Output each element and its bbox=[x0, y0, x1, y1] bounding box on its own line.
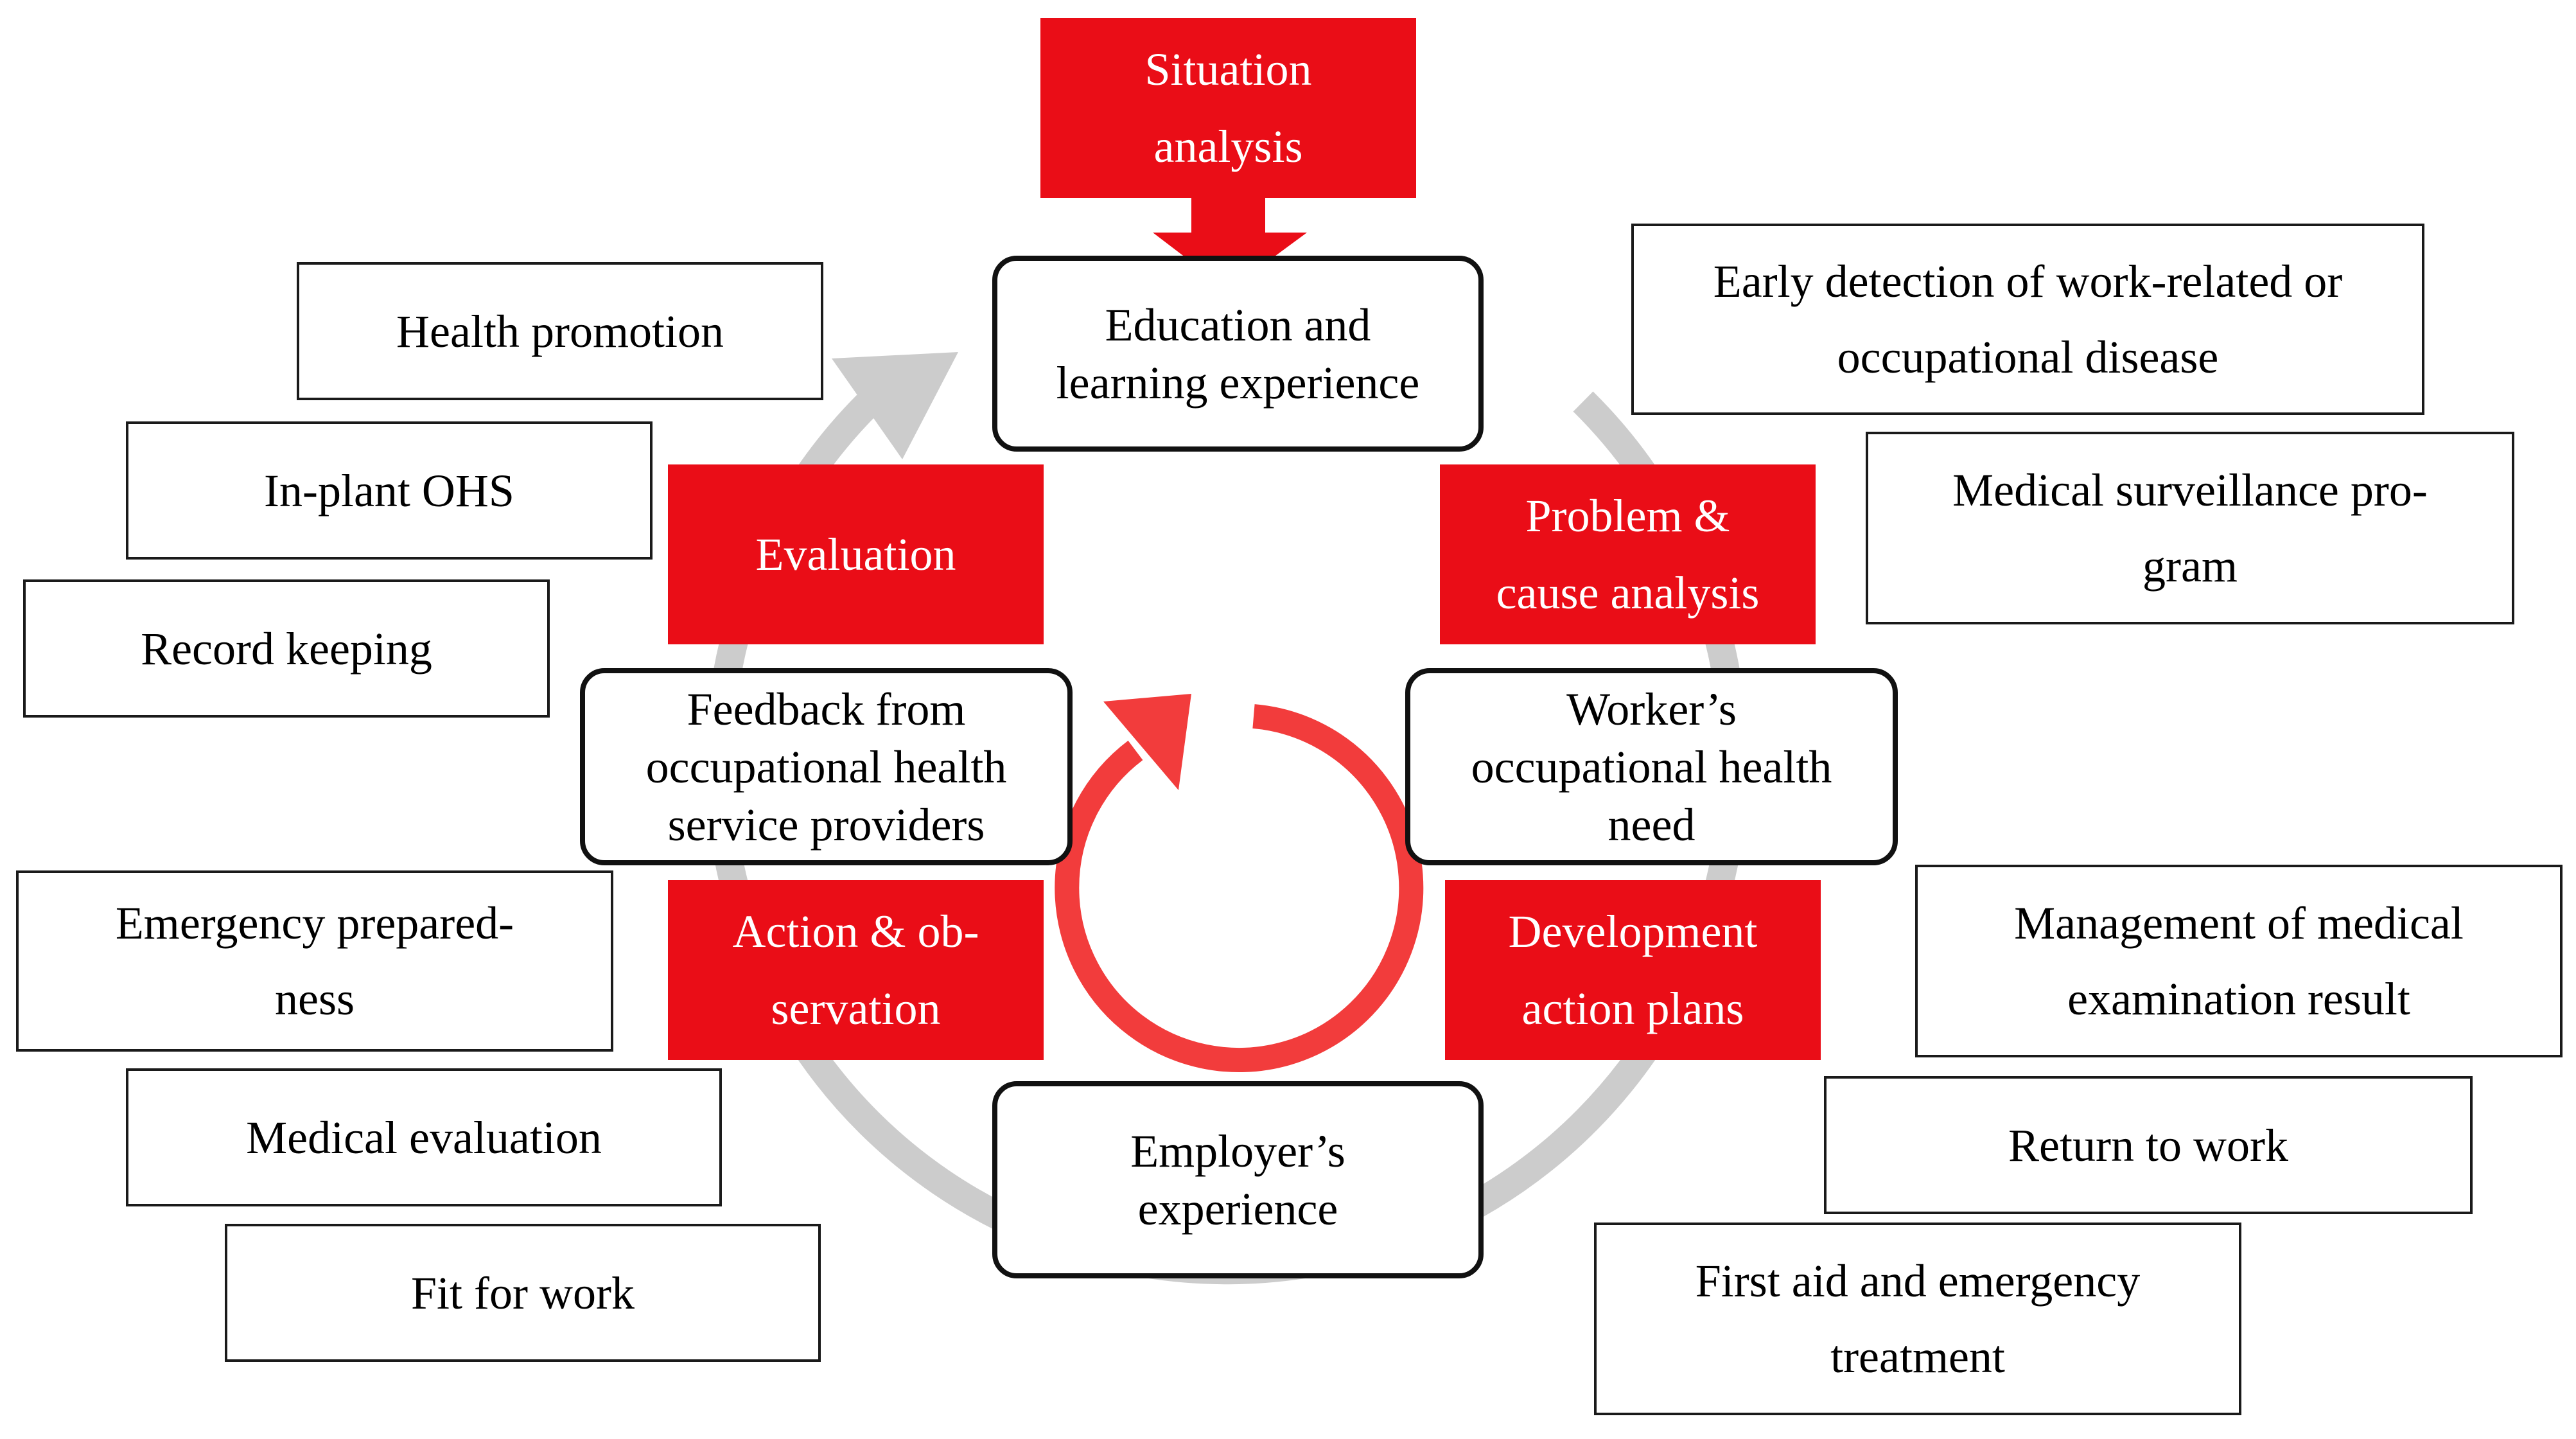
early-detection-line-1: Early detection of work-related or bbox=[1713, 256, 2343, 307]
medical-surveillance-line-1: Medical surveillance pro- bbox=[1952, 464, 2428, 516]
worker-need-line-1: Worker’s bbox=[1566, 683, 1737, 735]
employer-experience-line-1: Employer’s bbox=[1130, 1125, 1345, 1177]
evaluation-phase-label: Evaluation bbox=[755, 529, 956, 580]
return-to-work-box: Return to work bbox=[1824, 1076, 2473, 1214]
situation-analysis-line-1: Situation bbox=[1144, 44, 1312, 95]
problem-analysis-line-2: cause analysis bbox=[1496, 567, 1760, 619]
first-aid-line-2: treatment bbox=[1830, 1331, 2005, 1382]
worker-need-box: Worker’s occupational health need bbox=[1405, 668, 1898, 865]
health-promotion-label: Health promotion bbox=[396, 305, 724, 357]
in-plant-ohs-label: In-plant OHS bbox=[264, 464, 514, 516]
feedback-providers-line-1: Feedback from bbox=[687, 683, 966, 735]
action-observation-phase-box: Action & ob- servation bbox=[668, 880, 1044, 1060]
worker-need-line-2: occupational health bbox=[1471, 741, 1832, 793]
medical-evaluation-box: Medical evaluation bbox=[126, 1068, 722, 1206]
situation-arrow-shaft bbox=[1191, 193, 1265, 234]
emergency-preparedness-line-2: ness bbox=[275, 973, 355, 1025]
fit-for-work-box: Fit for work bbox=[225, 1224, 821, 1362]
medical-surveillance-box: Medical surveillance pro- gram bbox=[1866, 432, 2514, 624]
feedback-providers-line-3: service providers bbox=[667, 799, 985, 851]
feedback-providers-line-2: occupational health bbox=[645, 741, 1007, 793]
action-observation-line-1: Action & ob- bbox=[732, 906, 979, 957]
management-medical-results-line-2: examination result bbox=[2067, 973, 2410, 1025]
management-medical-results-box: Management of medical examination result bbox=[1915, 865, 2563, 1057]
first-aid-box: First aid and emergency treatment bbox=[1594, 1223, 2241, 1415]
education-learning-line-1: Education and bbox=[1105, 299, 1371, 351]
fit-for-work-label: Fit for work bbox=[411, 1267, 635, 1319]
medical-surveillance-line-2: gram bbox=[2142, 540, 2238, 592]
action-observation-line-2: servation bbox=[771, 983, 941, 1034]
early-detection-line-2: occupational disease bbox=[1837, 331, 2219, 383]
problem-analysis-line-1: Problem & bbox=[1525, 490, 1730, 542]
emergency-preparedness-line-1: Emergency prepared- bbox=[115, 897, 514, 949]
situation-analysis-box: Situation analysis bbox=[1040, 18, 1416, 198]
education-learning-line-2: learning experience bbox=[1056, 357, 1420, 409]
worker-need-line-3: need bbox=[1608, 799, 1695, 851]
record-keeping-box: Record keeping bbox=[23, 579, 550, 718]
development-plans-phase-box: Development action plans bbox=[1445, 880, 1821, 1060]
medical-evaluation-label: Medical evaluation bbox=[246, 1111, 602, 1163]
problem-analysis-phase-box: Problem & cause analysis bbox=[1440, 464, 1816, 644]
evaluation-phase-box: Evaluation bbox=[668, 464, 1044, 644]
outer-cycle-arrowhead bbox=[832, 352, 958, 459]
development-plans-line-1: Development bbox=[1508, 906, 1758, 957]
development-plans-line-2: action plans bbox=[1521, 983, 1744, 1034]
management-medical-results-line-1: Management of medical bbox=[2014, 897, 2464, 949]
inner-cycle-ring bbox=[1055, 704, 1424, 1072]
feedback-providers-box: Feedback from occupational health servic… bbox=[580, 668, 1073, 865]
employer-experience-box: Employer’s experience bbox=[992, 1081, 1484, 1278]
in-plant-ohs-box: In-plant OHS bbox=[126, 421, 653, 560]
situation-analysis-line-2: analysis bbox=[1153, 121, 1303, 172]
return-to-work-label: Return to work bbox=[2008, 1119, 2288, 1171]
employer-experience-line-2: experience bbox=[1137, 1183, 1338, 1235]
inner-cycle-arrowhead bbox=[1103, 694, 1191, 790]
emergency-preparedness-box: Emergency prepared- ness bbox=[16, 870, 613, 1052]
early-detection-box: Early detection of work-related or occup… bbox=[1631, 224, 2424, 415]
health-promotion-box: Health promotion bbox=[297, 262, 823, 400]
record-keeping-label: Record keeping bbox=[141, 622, 432, 675]
first-aid-line-1: First aid and emergency bbox=[1695, 1255, 2141, 1307]
education-learning-box: Education and learning experience bbox=[992, 256, 1484, 452]
